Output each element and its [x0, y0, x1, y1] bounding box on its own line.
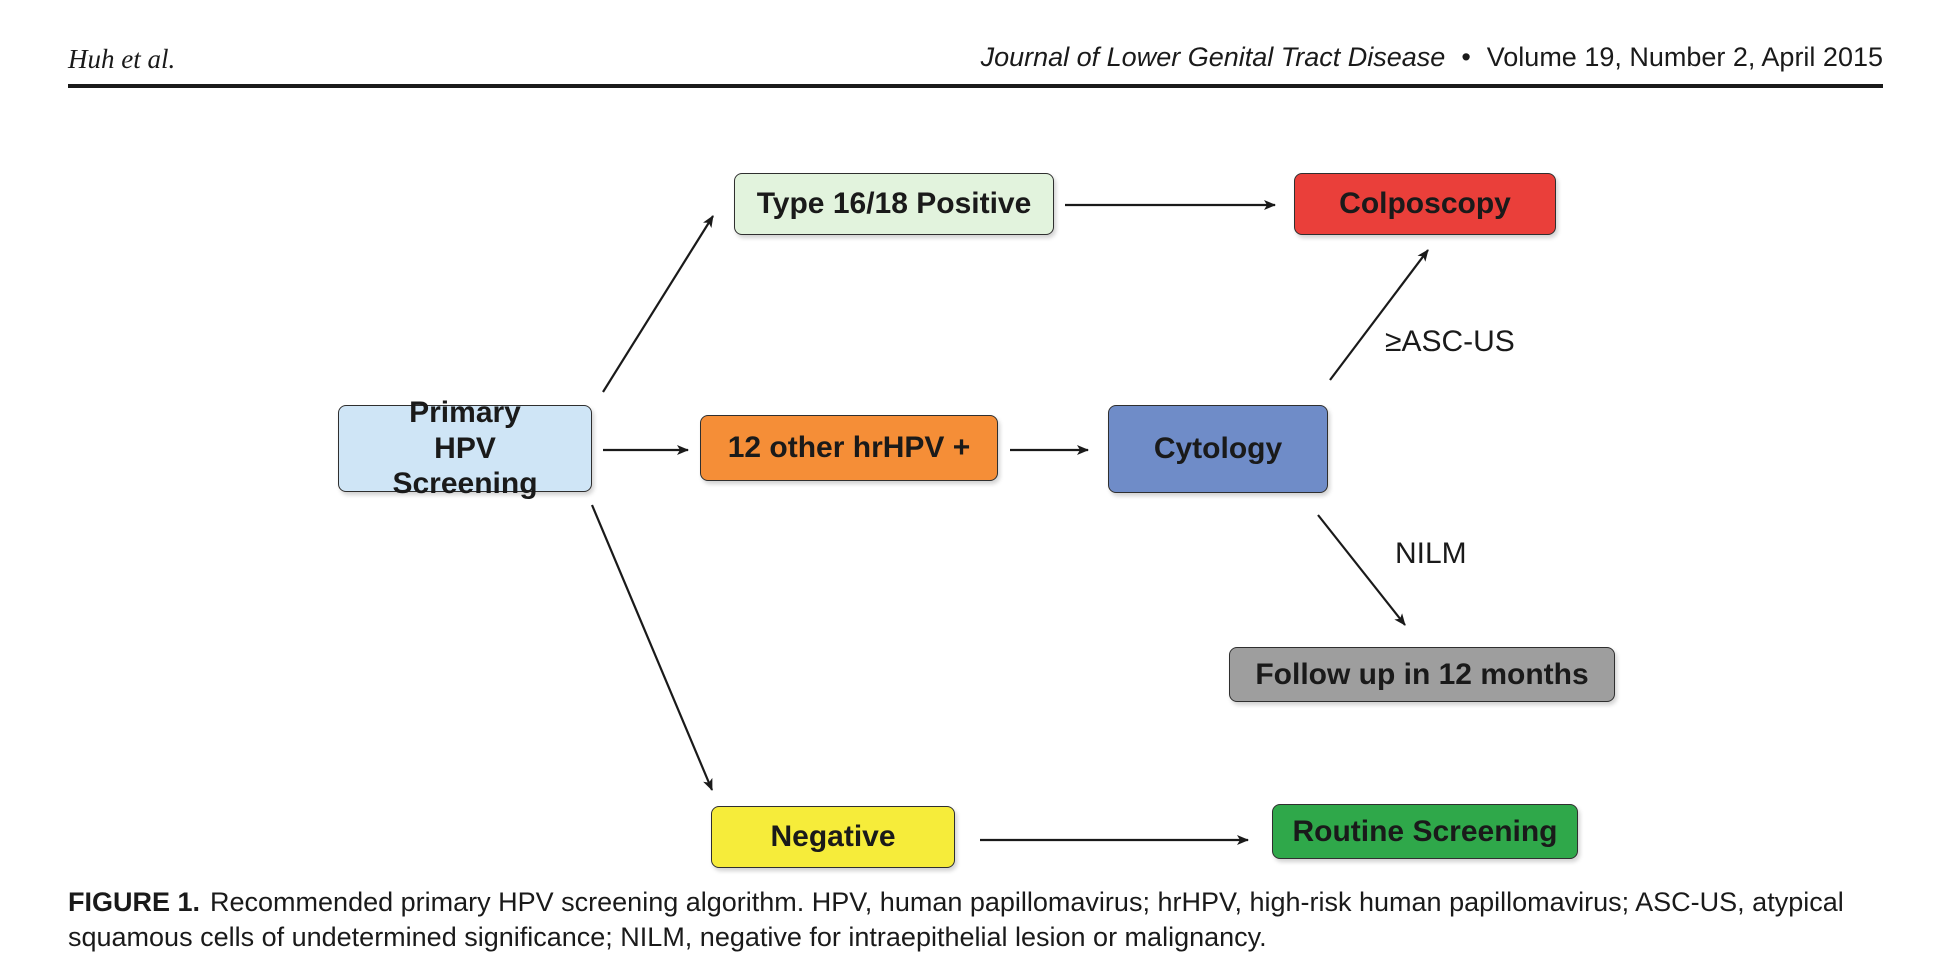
node-12-other-hrhpv: 12 other hrHPV + — [700, 415, 998, 481]
node-colposcopy: Colposcopy — [1294, 173, 1556, 235]
node-label: 12 other hrHPV + — [727, 431, 971, 465]
node-label: Follow up in 12 months — [1255, 657, 1589, 691]
running-head-journal: Journal of Lower Genital Tract Disease • V… — [981, 42, 1883, 73]
node-label: Type 16/18 Positive — [756, 187, 1032, 221]
edge-label-nilm: NILM — [1395, 537, 1467, 570]
node-label: Negative — [770, 820, 896, 854]
header-rule — [68, 84, 1883, 88]
separator-bullet: • — [1461, 42, 1471, 72]
node-label: Primary HPV Screening — [392, 396, 538, 501]
journal-issue: Volume 19, Number 2, April 2015 — [1486, 42, 1883, 72]
journal-title: Journal of Lower Genital Tract Disease — [980, 42, 1446, 72]
diagram-arrows — [590, 200, 1429, 845]
screening-algorithm-diagram: Primary HPV Screening Type 16/18 Positiv… — [338, 173, 1615, 868]
node-primary-hpv-screening: Primary HPV Screening — [338, 396, 592, 500]
arrow-cytology-to-followup — [1317, 514, 1406, 626]
node-negative: Negative — [711, 806, 955, 868]
arrow-primary-to-type1618 — [602, 215, 714, 393]
node-label: Cytology — [1153, 432, 1283, 466]
caption-text: Recommended primary HPV screening algori… — [68, 887, 1844, 952]
figure-caption: FIGURE 1.Recommended primary HPV screeni… — [68, 885, 1888, 955]
arrow-primary-to-negative — [590, 504, 714, 791]
figure-label: FIGURE 1. — [68, 887, 201, 917]
node-routine-screening: Routine Screening — [1272, 804, 1578, 859]
node-label: Colposcopy — [1339, 187, 1511, 221]
edge-label-ascus: ≥ASC-US — [1385, 325, 1515, 358]
node-cytology: Cytology — [1108, 405, 1328, 493]
node-type-16-18-positive: Type 16/18 Positive — [734, 173, 1054, 235]
arrow-cytology-to-colposcopy — [1329, 249, 1429, 381]
node-follow-up-12-months: Follow up in 12 months — [1229, 647, 1615, 702]
node-label: Routine Screening — [1292, 814, 1558, 848]
running-head-authors: Huh et al. — [68, 44, 176, 74]
